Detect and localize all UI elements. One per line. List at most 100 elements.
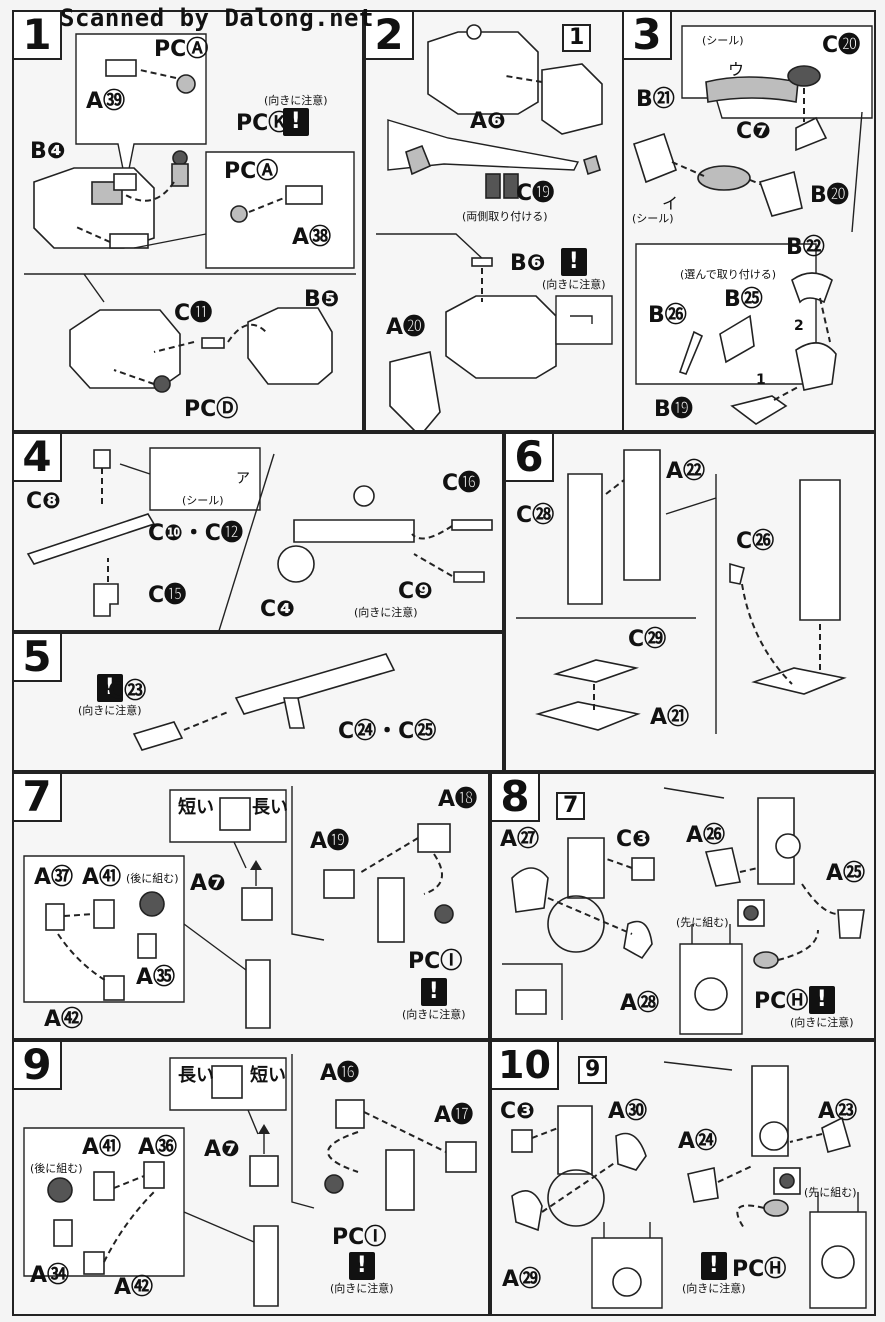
instruction-note: (後に組む) (30, 1162, 83, 1175)
part-label: C⓳ (516, 181, 555, 206)
order-marker: 1 (756, 372, 766, 388)
long-label: 長い (252, 797, 288, 818)
part-label: A㊶ (82, 1135, 122, 1160)
step-9-panel: 9 長い 短い A❼ A⓰ A⓱ A㊶ A㊱ (後に組む) A㉞ A㊷ PCⒾ … (12, 1040, 490, 1316)
part-label: PCⒾ (408, 949, 463, 974)
part-label: C⓫ (174, 301, 213, 326)
part-label: A㉙ (502, 1267, 542, 1292)
step-number: 8 (492, 774, 540, 822)
part-label: A⓲ (438, 787, 478, 812)
step-reference: 7 (556, 792, 586, 820)
part-label: C㉓ (108, 679, 147, 704)
step-7-panel: 7 短い 長い A❼ A⓲ A⓳ A㊲ A㊶ (後に組む) A㉟ A㊷ PCⒾ … (12, 772, 490, 1040)
part-label: A㉘ (620, 991, 660, 1016)
part-label: A㉒ (666, 459, 706, 484)
part-label: A⓳ (310, 829, 350, 854)
part-label: PCⒽ (732, 1257, 787, 1282)
part-label: PCⓀ (236, 111, 291, 136)
part-label: A❼ (190, 871, 226, 896)
step-6-illustration (516, 449, 847, 734)
part-label: A⓰ (320, 1061, 360, 1086)
part-label: A㉔ (678, 1129, 718, 1154)
step-number: 1 (14, 12, 62, 60)
caution-note: !(向きに注意) (542, 248, 606, 291)
part-label: A⓱ (434, 1103, 474, 1128)
step-1-panel: 1 PCⒶ A㊴ (向きに注意)! PCⓀ B❹ PCⒶ A㊳ C⓫ B❺ PC… (12, 10, 364, 432)
step-8-illustration (502, 787, 865, 1035)
part-label: A㊶ (82, 865, 122, 890)
order-marker: 2 (794, 318, 804, 334)
instruction-note: (選んで取り付ける) (680, 268, 777, 281)
part-label: C❸ (500, 1099, 535, 1124)
step-4-illustration (26, 447, 493, 630)
step-5-panel: 5 !(向きに注意) C㉓ C㉔・C㉕ (12, 632, 504, 772)
part-label: C❸ (616, 827, 651, 852)
part-label: B⓳ (654, 397, 693, 422)
step-1-illustration (24, 33, 356, 393)
step-10-panel: 10 9 C❸ A㉚ A㉓ A㉔ A㉙ (先に組む) PCⒽ !(向きに注意) (490, 1040, 876, 1316)
part-label: A❼ (204, 1137, 240, 1162)
caution-note: (向きに注意)! (264, 94, 328, 136)
part-label: A㊲ (34, 865, 74, 890)
long-label: 長い (178, 1065, 214, 1086)
caution-note: !(向きに注意) (78, 674, 142, 717)
sticker-letter: ウ (728, 60, 745, 79)
part-label: PCⒾ (332, 1225, 387, 1250)
part-label: A㉕ (826, 861, 866, 886)
part-label: C❹ (260, 597, 295, 622)
part-label: C⓴ (822, 33, 861, 58)
watermark-text: Scanned by Dalong.net (60, 4, 374, 32)
part-label: A❻ (470, 109, 506, 134)
caution-note: !(向きに注意) (402, 978, 466, 1021)
instruction-note: (後に組む) (126, 872, 179, 885)
step-7-illustration (23, 786, 454, 1029)
sticker-note: (シール) (632, 212, 674, 225)
part-label: C㉙ (628, 627, 667, 652)
part-label: C❿・C⓬ (148, 521, 243, 546)
step-5-illustration (132, 653, 396, 751)
step-2-illustration (376, 24, 613, 430)
part-label: A㉗ (500, 827, 540, 852)
part-label: A㊳ (292, 225, 332, 250)
part-label: PCⒶ (224, 159, 279, 184)
part-label: C❾ (398, 579, 433, 604)
part-label: C❼ (736, 119, 771, 144)
step-6-panel: 6 C㉘ A㉒ C㉖ C㉙ A㉑ (504, 432, 876, 772)
part-label: C⓯ (148, 583, 187, 608)
step-9-illustration (23, 1054, 477, 1307)
step-number: 10 (492, 1042, 559, 1090)
short-label: 短い (250, 1065, 286, 1086)
step-3-illustration (633, 25, 873, 425)
sticker-note: (シール) (182, 494, 224, 507)
part-label: A㊷ (44, 1007, 84, 1032)
step-number: 2 (366, 12, 414, 60)
part-label: C⓰ (442, 471, 481, 496)
step-number: 6 (506, 434, 554, 482)
caution-note: !(向きに注意) (682, 1252, 746, 1295)
part-label: A⓴ (386, 315, 426, 340)
step-10-illustration (511, 1061, 867, 1309)
part-label: A㉞ (30, 1263, 70, 1288)
part-label: B㉖ (648, 303, 687, 328)
part-label: A㊴ (86, 89, 126, 114)
part-label: A㉚ (608, 1099, 648, 1124)
step-3-panel: 3 C⓴ (シール) ウ B㉑ C❼ B⓴ イ (シール) B㉒ (選んで取り付… (622, 10, 876, 432)
step-number: 5 (14, 634, 62, 682)
part-label: B❹ (30, 139, 66, 164)
instruction-note: (先に組む) (804, 1186, 857, 1199)
part-label: PCⒶ (154, 37, 209, 62)
part-label: A㊷ (114, 1275, 154, 1300)
caution-note: !(向きに注意) (790, 986, 854, 1029)
short-label: 短い (178, 797, 214, 818)
part-label: PCⒹ (184, 397, 239, 422)
part-label: B㉕ (724, 287, 763, 312)
part-label: A㉑ (650, 705, 690, 730)
part-label: C㉔・C㉕ (338, 719, 437, 744)
part-label: B㉑ (636, 87, 675, 112)
step-number: 3 (624, 12, 672, 60)
part-label: C❽ (26, 489, 61, 514)
step-4-panel: 4 (シール) ア C❽ C❿・C⓬ C⓯ C⓰ C❹ C❾ (向きに注意) (12, 432, 504, 632)
step-reference: 9 (578, 1056, 608, 1084)
sticker-letter: イ (662, 194, 679, 213)
part-label: A㉟ (136, 965, 176, 990)
